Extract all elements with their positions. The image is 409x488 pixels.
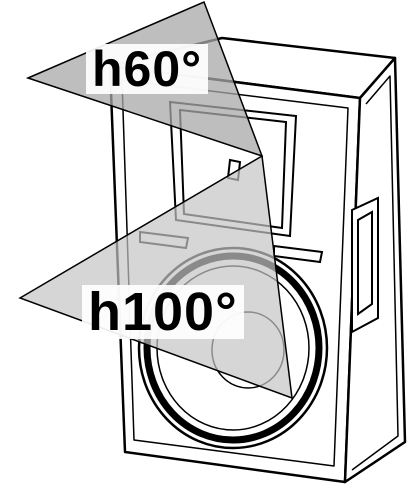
- h100-label: h100°: [82, 285, 244, 339]
- h60-label: h60°: [86, 44, 209, 94]
- side-handle: [351, 196, 379, 334]
